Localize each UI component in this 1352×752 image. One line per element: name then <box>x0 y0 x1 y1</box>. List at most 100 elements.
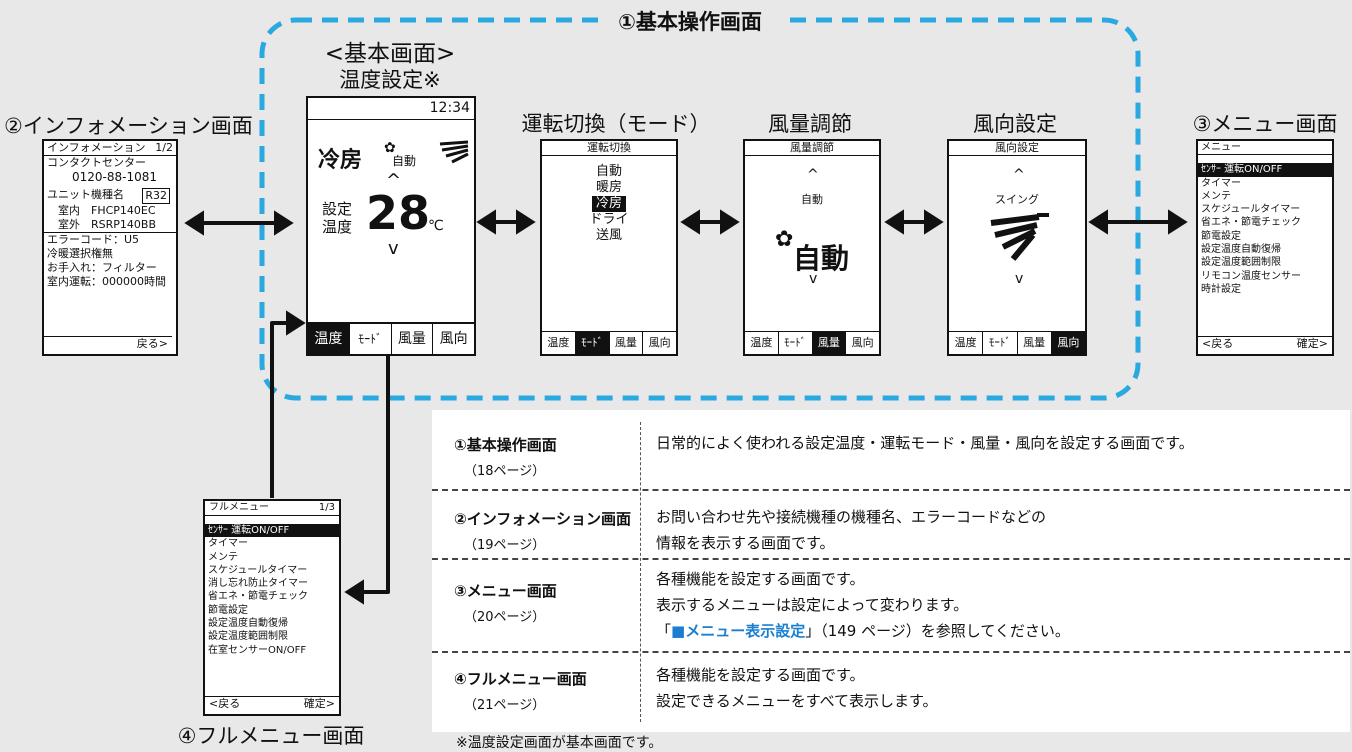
dir-up-arrow[interactable]: ^ <box>1013 167 1025 183</box>
mode-option-selected[interactable]: 冷房 <box>591 196 626 212</box>
basic-screen[interactable]: 12:34 冷房 自動 ✿ ^ 設定 温度 28 ℃ v 温度 ﾓｰﾄﾞ 風量 … <box>306 96 476 356</box>
full-menu-ok-button[interactable]: 確定> <box>303 697 335 710</box>
row-desc: お問い合わせ先や接続機種の機種名、エラーコードなどの <box>656 508 1047 526</box>
tab-direction[interactable]: 風向 <box>1051 332 1085 354</box>
full-menu-item[interactable]: 設定温度自動復帰 <box>208 618 288 630</box>
full-menu-back-button[interactable]: <戻る <box>209 697 241 710</box>
menu-item[interactable]: メンテ <box>1201 190 1231 202</box>
menu-item[interactable]: リモコン温度センサー <box>1201 270 1301 282</box>
fan-title: 風量調節 <box>745 141 879 156</box>
full-menu-screen[interactable]: フルメニュー 1/3 ｾﾝｻｰ 運転ON/OFF タイマー メンテ スケジュール… <box>203 499 341 716</box>
mode-option[interactable]: 暖房 <box>595 180 622 195</box>
row-desc: 設定できるメニューをすべて表示します。 <box>656 692 938 710</box>
info-screen-label: ②インフォメーション画面 <box>4 114 253 138</box>
mode-text: 冷房 <box>318 148 363 173</box>
tab-fan[interactable]: 風量 <box>610 332 644 354</box>
info-line: お手入れ：フィルター <box>47 261 157 274</box>
direction-screen[interactable]: 風向設定 ^ スイング v 温度 ﾓｰﾄﾞ 風量 風向 <box>947 139 1087 356</box>
screen-description-table: ①基本操作画面 （18ページ） 日常的によく使われる設定温度・運転モード・風量・… <box>432 410 1350 732</box>
menu-item[interactable]: 省エネ・節電チェック <box>1201 217 1301 229</box>
set-label-2: 温度 <box>322 218 353 236</box>
fan-small-icon: ✿ <box>384 140 396 156</box>
menu-item[interactable]: 設定温度範囲制限 <box>1201 257 1281 269</box>
full-menu-item[interactable]: 設定温度範囲制限 <box>208 631 288 643</box>
full-menu-item[interactable]: 省エネ・節電チェック <box>208 591 308 603</box>
fan-screen[interactable]: 風量調節 ^ 自動 ✿ 自動 v 温度 ﾓｰﾄﾞ 風量 風向 <box>743 139 881 356</box>
menu-screen[interactable]: メニュー ｾﾝｻｰ 運転ON/OFF タイマー メンテ スケジュールタイマー 省… <box>1196 139 1334 356</box>
fan-small-text: 自動 <box>392 154 417 168</box>
full-menu-item[interactable]: タイマー <box>208 538 248 550</box>
menu-item[interactable]: 節電設定 <box>1201 230 1241 242</box>
full-menu-item[interactable]: 在室センサーON/OFF <box>208 644 307 656</box>
full-menu-item[interactable]: スケジュールタイマー <box>208 564 308 576</box>
clock-time: 12:34 <box>429 100 470 116</box>
model-badge: R32 <box>142 188 170 204</box>
row-divider <box>432 558 1350 560</box>
full-menu-item[interactable]: 消し忘れ防止タイマー <box>208 578 308 590</box>
menu-item[interactable]: 設定温度自動復帰 <box>1201 244 1281 256</box>
menu-item[interactable]: タイマー <box>1201 177 1241 189</box>
tab-temperature[interactable]: 温度 <box>949 332 984 354</box>
menu-item[interactable]: スケジュールタイマー <box>1201 204 1301 216</box>
tab-mode[interactable]: ﾓｰﾄﾞ <box>350 324 392 354</box>
tab-direction[interactable]: 風向 <box>851 336 874 349</box>
full-menu-label: ④フルメニュー画面 <box>177 724 365 748</box>
mode-screen[interactable]: 運転切換 自動 暖房 冷房 ドライ 送風 温度 ﾓｰﾄﾞ 風量 風向 <box>540 139 678 356</box>
swing-louver-icon <box>990 213 1049 261</box>
row-page: （19ページ） <box>464 538 546 553</box>
tab-temperature[interactable]: 温度 <box>745 332 779 354</box>
info-line: 室内 FHCP140EC <box>58 204 156 217</box>
fan-up-arrow[interactable]: ^ <box>807 167 819 183</box>
menu-display-setting-link[interactable]: ■メニュー表示設定 <box>671 622 806 640</box>
group-label: ①基本操作画面 <box>600 6 780 36</box>
row-page: （20ページ） <box>464 610 546 625</box>
temp-down-arrow[interactable]: v <box>388 238 399 259</box>
full-menu-title: フルメニュー <box>209 502 269 513</box>
full-menu-item[interactable]: ｾﾝｻｰ 運転ON/OFF <box>205 524 339 538</box>
tab-direction[interactable]: 風向 <box>439 331 468 347</box>
fan-screen-label: 風量調節 <box>768 112 852 136</box>
info-line: 0120-88-1081 <box>72 170 158 184</box>
row-divider <box>432 651 1350 653</box>
table-column-divider <box>640 422 641 722</box>
row-title: ②インフォメーション画面 <box>454 510 631 528</box>
menu-item[interactable]: 時計設定 <box>1201 283 1241 295</box>
info-screen[interactable]: インフォメーション 1/2 コンタクトセンター 0120-88-1081 ユニッ… <box>42 139 178 356</box>
airflow-icon <box>439 140 469 164</box>
temperature-value: 28 <box>366 186 431 240</box>
full-menu-page: 1/3 <box>318 502 335 513</box>
row-desc: 日常的によく使われる設定温度・運転モード・風量・風向を設定する画面です。 <box>656 434 1194 452</box>
basic-full-arrow <box>360 356 390 594</box>
mode-option[interactable]: 送風 <box>595 228 622 243</box>
tab-fan[interactable]: 風量 <box>812 332 847 354</box>
tab-fan[interactable]: 風量 <box>392 324 434 354</box>
info-line: 冷暖選択権無 <box>47 247 113 260</box>
menu-item[interactable]: ｾﾝｻｰ 運転ON/OFF <box>1198 163 1332 177</box>
tab-temperature[interactable]: 温度 <box>542 332 576 354</box>
tab-temperature[interactable]: 温度 <box>308 324 350 354</box>
full-menu-item[interactable]: メンテ <box>208 551 238 563</box>
menu-back-button[interactable]: <戻る <box>1202 337 1234 350</box>
tab-mode[interactable]: ﾓｰﾄﾞ <box>575 332 610 354</box>
basic-label: 温度設定※ <box>339 68 441 92</box>
temp-up-arrow[interactable]: ^ <box>386 170 402 191</box>
tab-fan[interactable]: 風量 <box>1018 332 1052 354</box>
info-line: コンタクトセンター <box>47 156 146 169</box>
full-basic-arrow <box>270 321 294 498</box>
row-title: ④フルメニュー画面 <box>454 670 587 688</box>
full-menu-item[interactable]: 節電設定 <box>208 604 248 616</box>
row-page: （21ページ） <box>464 698 546 713</box>
tab-direction[interactable]: 風向 <box>648 336 671 349</box>
mode-option[interactable]: ドライ <box>589 212 629 227</box>
fan-down-arrow[interactable]: v <box>809 271 818 287</box>
menu-ok-button[interactable]: 確定> <box>1296 337 1328 350</box>
mode-option[interactable]: 自動 <box>595 164 622 179</box>
row-desc: 各種機能を設定する画面です。 <box>656 570 865 588</box>
info-line: エラーコード：U5 <box>47 233 140 246</box>
info-back-button[interactable]: 戻る> <box>44 336 172 351</box>
dir-down-arrow[interactable]: v <box>1015 271 1024 287</box>
basic-heading: <基本画面> <box>324 41 456 67</box>
row-divider <box>432 489 1350 491</box>
tab-mode[interactable]: ﾓｰﾄﾞ <box>983 332 1018 354</box>
tab-mode[interactable]: ﾓｰﾄﾞ <box>779 332 813 354</box>
